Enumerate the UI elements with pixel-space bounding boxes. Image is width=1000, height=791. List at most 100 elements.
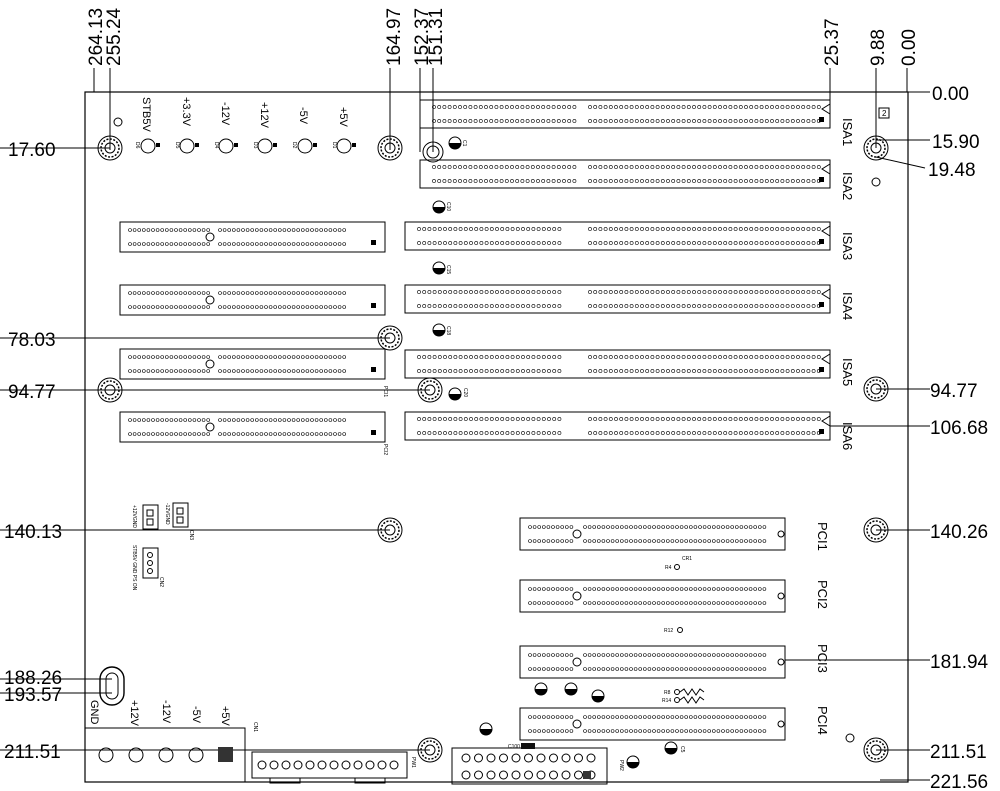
mounting-hole	[377, 517, 403, 543]
isa3-label: ISA3	[840, 232, 855, 260]
cn3-label: CN3	[188, 530, 194, 540]
isa-labels: ISA1 ISA2 ISA3 ISA4 ISA5 ISA6	[840, 118, 855, 450]
dim-0-00-right: 0.00	[932, 84, 969, 105]
top-dimension-leaders	[93, 68, 908, 152]
pci-slot	[519, 645, 786, 679]
led-ref-d4: D4	[213, 142, 219, 149]
led	[179, 138, 199, 154]
led-label-p5v: +5V	[337, 107, 349, 128]
led-label-p12v: +12V	[258, 102, 270, 129]
isa4-label: ISA4	[840, 292, 855, 320]
capacitor-labels: C1 C10 C15 C18 C20 C5	[445, 140, 685, 753]
pci-slot	[519, 517, 786, 551]
mounting-hole	[863, 135, 889, 161]
dim-152-37: 152.37	[412, 8, 433, 66]
pw2-connector: C100 PW2 PW1	[410, 743, 624, 785]
left-dimension-leaders	[0, 147, 430, 751]
capacitor	[432, 323, 446, 337]
isa5-label: ISA5	[840, 358, 855, 386]
c100-label: C100	[508, 744, 520, 750]
capacitor	[534, 682, 548, 696]
pci12-label: PCI2	[382, 444, 388, 455]
capacitor	[448, 387, 462, 401]
isa1-label: ISA1	[840, 118, 855, 146]
top-dimensions: 264.13 255.24 164.97 152.37 151.31 25.37…	[86, 7, 920, 66]
cn1-connector: CN1	[251, 722, 408, 784]
resistors: R8 R14 R4 R12 CR1	[662, 556, 705, 704]
capacitor	[432, 261, 446, 275]
pci-slots	[519, 517, 786, 741]
capacitor	[564, 682, 578, 696]
dim-25-37: 25.37	[822, 18, 843, 66]
cap-label-c18: C18	[445, 326, 451, 335]
dim-221-56: 221.56	[930, 772, 988, 791]
cap-label-c5: C5	[679, 746, 685, 753]
led-ref-d3: D3	[252, 142, 258, 149]
capacitors	[432, 136, 678, 769]
dim-94-77-right: 94.77	[930, 381, 978, 402]
r8-label: R8	[664, 690, 671, 696]
jumper-a-label: +12VGND	[131, 505, 137, 528]
isa2-label: ISA2	[840, 172, 855, 200]
mounting-holes	[97, 117, 889, 763]
oval-slot	[99, 666, 125, 706]
cr1-label: CR1	[682, 556, 692, 562]
led-label-3v3: +3.3V	[180, 97, 192, 127]
cap-label-c20: C20	[462, 388, 468, 397]
led	[140, 138, 160, 154]
pci-labels: PCI1 PCI2 PCI3 PCI4	[815, 522, 830, 735]
dim-140-26: 140.26	[930, 522, 988, 543]
dim-255-24: 255.24	[104, 7, 125, 66]
capacitor	[448, 136, 462, 150]
dim-140-13: 140.13	[4, 522, 62, 543]
pci4-label: PCI4	[815, 706, 830, 735]
isa-slot	[419, 159, 831, 189]
pw1-label: PW1	[410, 757, 416, 768]
right-dimensions: 0.00 15.90 19.48 94.77 106.68 140.26 181…	[928, 84, 989, 791]
dim-181-94: 181.94	[930, 652, 989, 673]
pci-slot	[519, 707, 786, 741]
left-dimensions: 17.60 78.03 94.77 140.13 188.26 193.57 2…	[4, 140, 62, 763]
ref-box-label: 2	[882, 109, 887, 118]
dim-151-31: 151.31	[426, 8, 447, 66]
cn1-label: CN1	[252, 722, 258, 732]
dim-9-88: 9.88	[868, 29, 889, 66]
dim-94-77-left: 94.77	[8, 382, 56, 403]
pw2-label: PW2	[618, 760, 624, 771]
power-label-p12v: +12V	[128, 700, 140, 727]
dim-164-97: 164.97	[384, 8, 405, 66]
dim-0-00-top: 0.00	[899, 29, 920, 66]
capacitor	[479, 722, 493, 736]
led	[336, 138, 356, 154]
led-labels: STB5V +3.3V -12V +12V -5V +5V D6 D5 D4 D…	[134, 97, 349, 149]
isa-slots	[404, 99, 831, 441]
board-outline	[84, 91, 909, 783]
dim-211-51-right: 211.51	[930, 742, 987, 763]
pci2-label: PCI2	[815, 580, 830, 609]
led-label-m5v: -5V	[297, 107, 309, 125]
dim-106-68: 106.68	[930, 418, 988, 439]
left-slot	[119, 411, 386, 443]
pci1-label: PCI1	[815, 522, 830, 551]
isa6-label: ISA6	[840, 422, 855, 450]
dim-15-90: 15.90	[932, 132, 980, 153]
cn2-label: CN2	[158, 577, 164, 587]
power-terminal-block	[84, 727, 246, 783]
isa-slot	[404, 221, 831, 251]
mounting-hole	[863, 376, 889, 402]
capacitor	[432, 200, 446, 214]
led	[257, 138, 277, 154]
mounting-hole	[97, 377, 123, 403]
jumper-blocks: +12VGND -12VGND STB5V GND PS ON CN3 CN2	[131, 502, 194, 591]
power-label-m5v: -5V	[190, 706, 202, 724]
left-slot-connectors	[119, 221, 386, 443]
dim-17-60: 17.60	[8, 140, 56, 161]
dim-19-48: 19.48	[928, 160, 976, 181]
dim-211-51-left: 211.51	[4, 742, 61, 763]
power-label-m12v: -12V	[160, 700, 172, 724]
mounting-hole	[377, 325, 403, 351]
mounting-hole	[863, 517, 889, 543]
led-ref-d1: D1	[331, 142, 337, 149]
led-label-stb5v: STB5V	[140, 97, 152, 133]
